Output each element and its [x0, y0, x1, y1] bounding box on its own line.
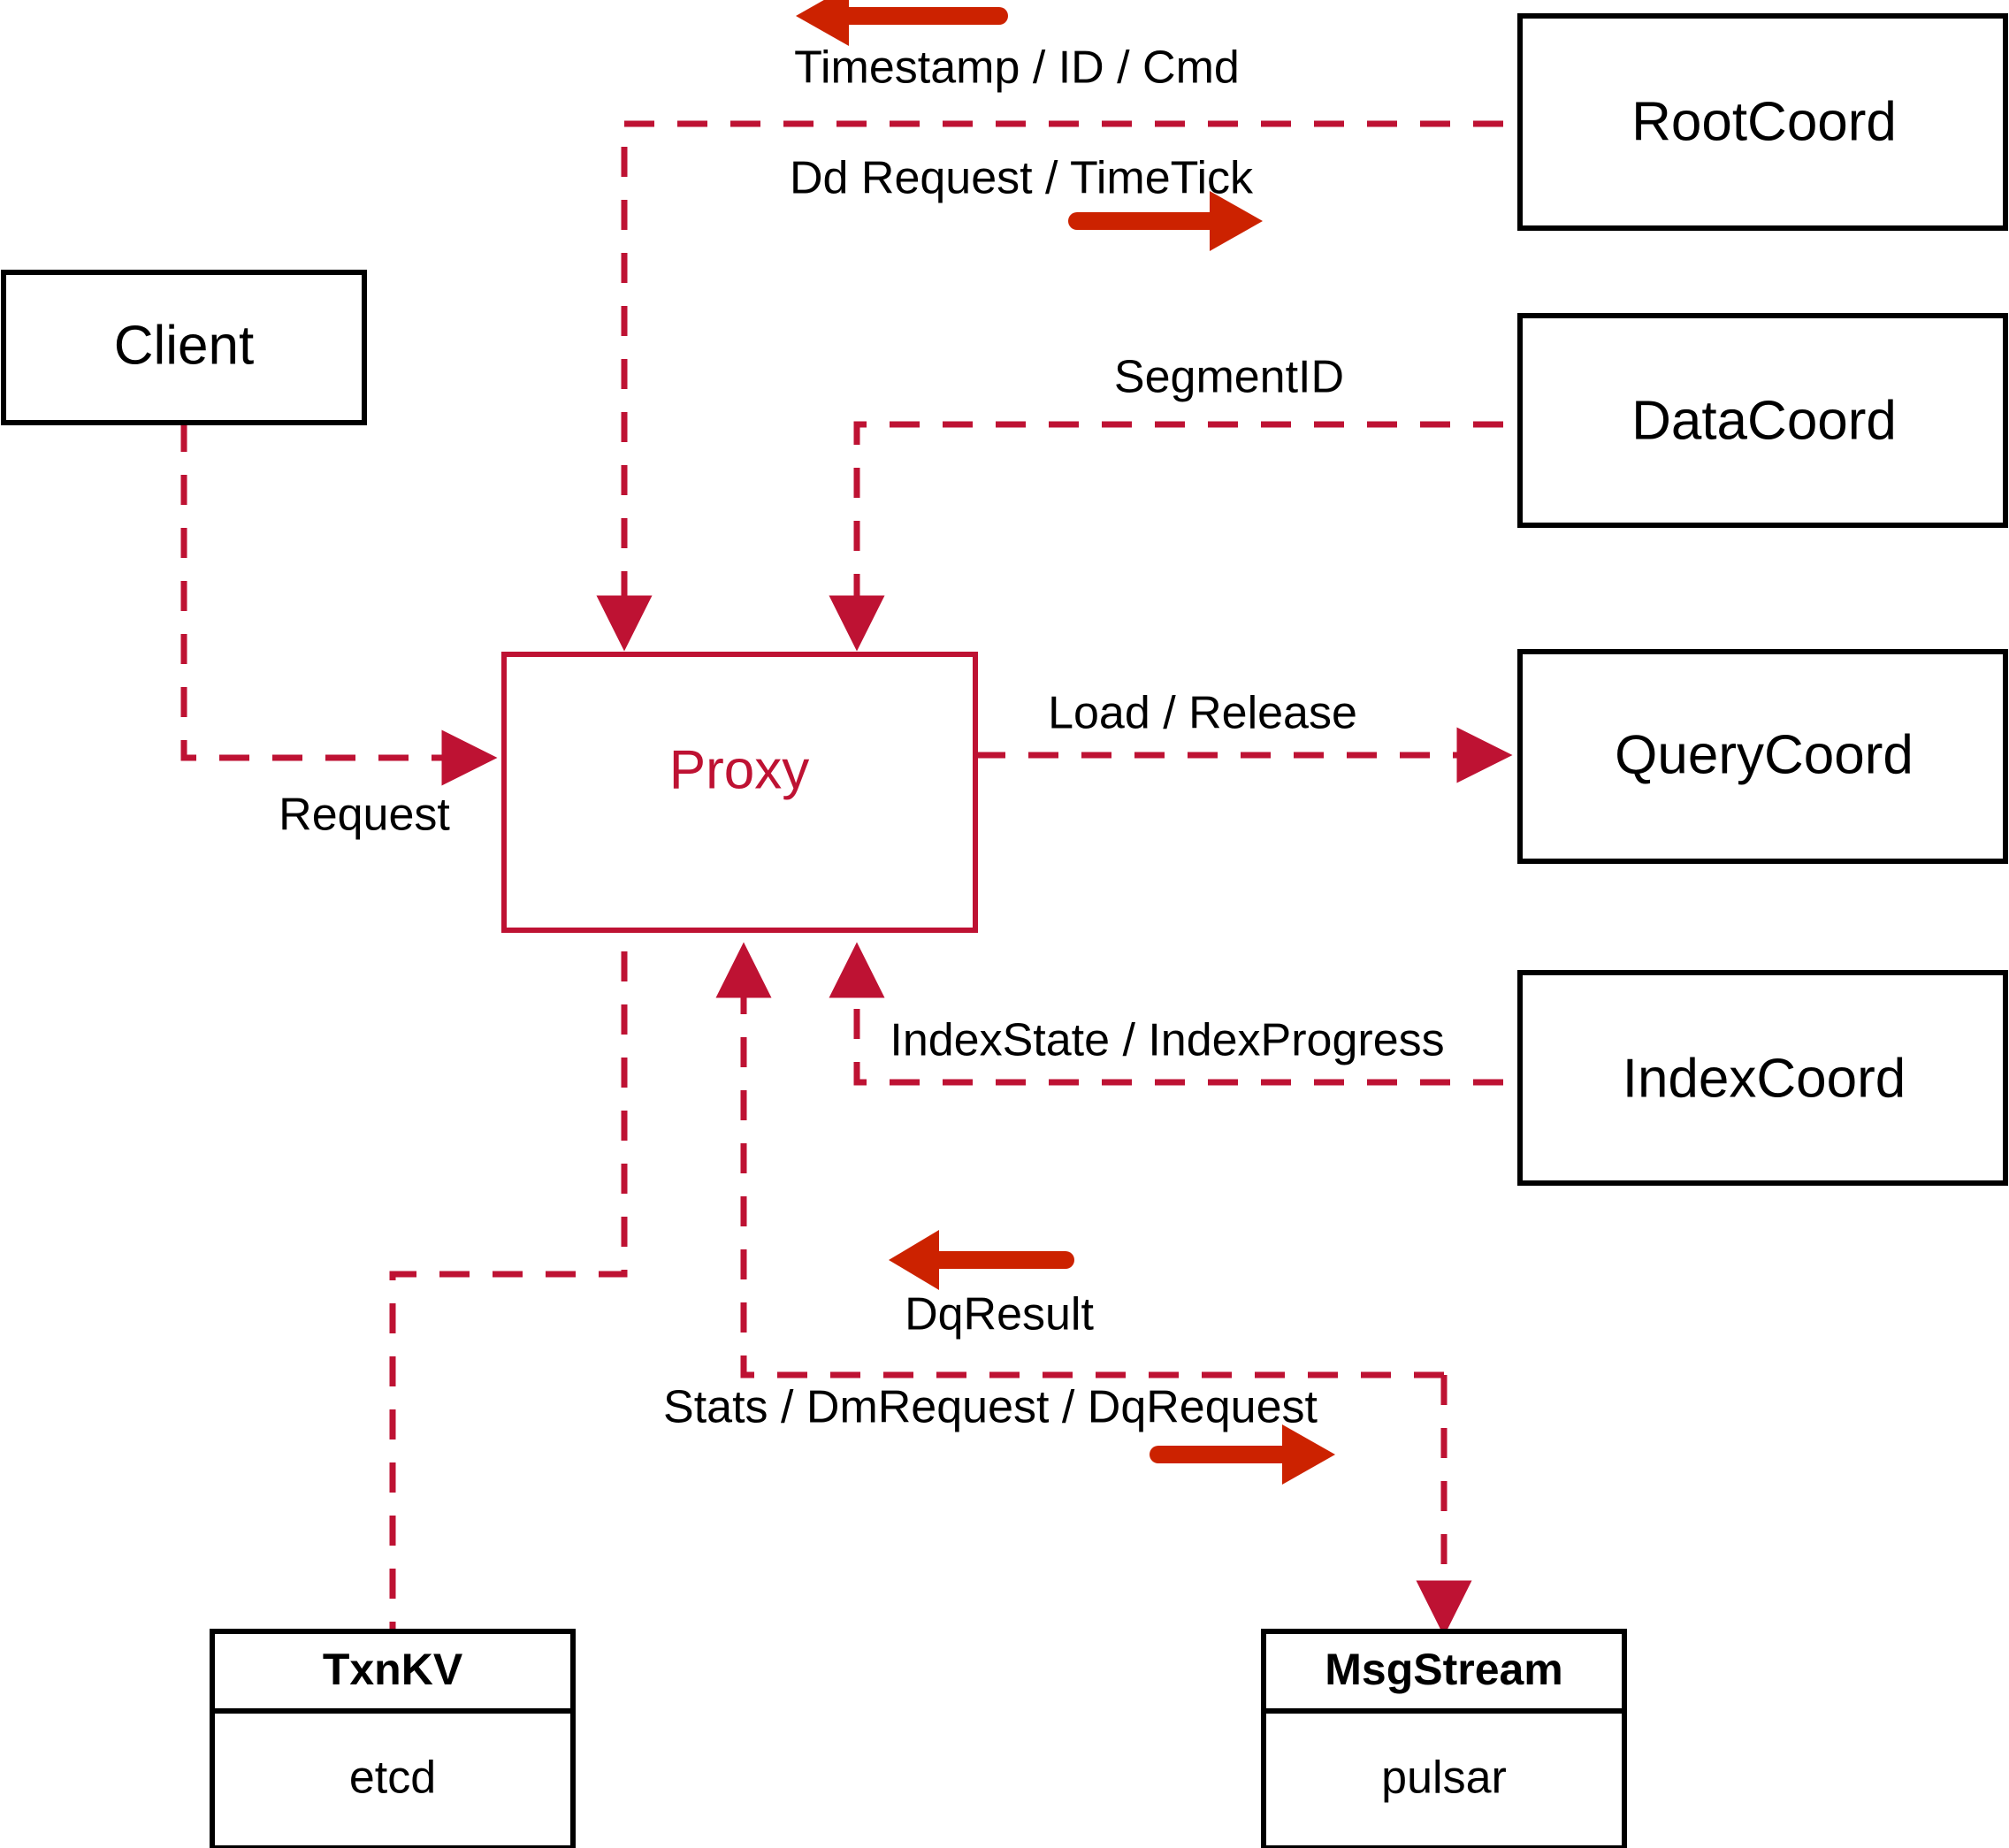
arrow-left-icon	[796, 0, 1008, 46]
node-label-querycoord: QueryCoord	[1615, 724, 1914, 785]
arrow-right-icon	[1150, 1424, 1335, 1485]
node-indexcoord[interactable]: IndexCoord	[1517, 970, 2008, 1186]
arrow-left-icon	[889, 1230, 1074, 1290]
edge-label-request: Request	[279, 790, 450, 841]
edge-indexcoord-to-proxy: IndexState / IndexProgress	[829, 942, 1503, 1086]
node-txnkv[interactable]: TxnKV etcd	[210, 1629, 576, 1848]
node-label-msgstream-impl: pulsar	[1381, 1753, 1507, 1804]
node-label-client: Client	[114, 315, 255, 376]
direction-arrow-dmrequest	[1150, 1424, 1335, 1485]
edge-proxy-to-querycoord: Load / Release	[975, 688, 1513, 783]
node-label-msgstream: MsgStream	[1325, 1645, 1563, 1694]
edge-label-dd-request-timetick: Dd Request / TimeTick	[790, 153, 1254, 204]
edge-label-load-release: Load / Release	[1048, 688, 1357, 739]
node-msgstream[interactable]: MsgStream pulsar	[1261, 1629, 1627, 1848]
edge-label-indexstate-indexprogress: IndexState / IndexProgress	[890, 1015, 1444, 1066]
node-datacoord[interactable]: DataCoord	[1517, 313, 2008, 528]
edge-label-segmentid: SegmentID	[1114, 352, 1344, 403]
direction-arrow-dqresult	[889, 1230, 1074, 1290]
direction-arrow-timestamp	[796, 0, 1008, 46]
edge-label-dqresult: DqResult	[905, 1289, 1094, 1340]
edge-proxy-to-txnkv	[389, 951, 628, 1631]
node-label-txnkv-impl: etcd	[349, 1753, 436, 1804]
node-label-proxy: Proxy	[669, 739, 809, 800]
node-label-datacoord: DataCoord	[1631, 390, 1897, 451]
edge-proxy-to-msgstream: Stats / DmRequest / DqRequest	[663, 1375, 1472, 1637]
node-querycoord[interactable]: QueryCoord	[1517, 649, 2008, 864]
edge-label-stats-dmrequest-dqrequest: Stats / DmRequest / DqRequest	[663, 1382, 1318, 1433]
edge-datacoord-to-proxy: SegmentID	[829, 352, 1503, 652]
node-label-indexcoord: IndexCoord	[1623, 1048, 1906, 1109]
edge-msgstream-to-proxy: DqResult	[715, 942, 1444, 1378]
edge-rootcoord-to-proxy	[596, 120, 1503, 652]
node-proxy[interactable]: Proxy	[501, 652, 978, 933]
node-label-rootcoord: RootCoord	[1631, 91, 1897, 152]
direction-arrow-dd-request	[1068, 191, 1263, 251]
node-rootcoord[interactable]: RootCoord	[1517, 13, 2008, 231]
arrow-right-icon	[1068, 191, 1263, 251]
edge-label-timestamp-id-cmd: Timestamp / ID / Cmd	[794, 42, 1240, 94]
node-label-txnkv: TxnKV	[323, 1645, 463, 1694]
edge-client-to-proxy: Request	[180, 422, 498, 841]
node-client[interactable]: Client	[1, 270, 367, 425]
